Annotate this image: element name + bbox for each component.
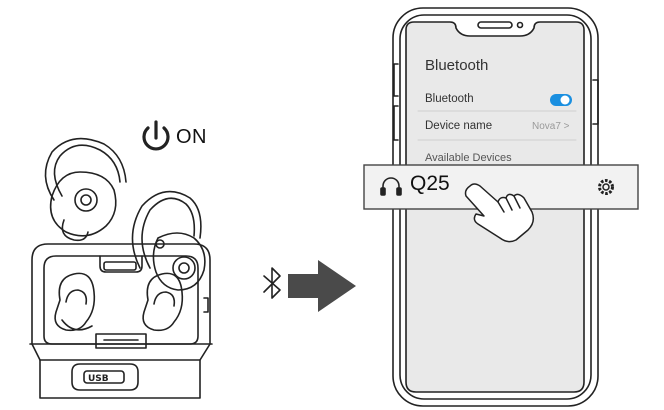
bluetooth-icon — [263, 267, 281, 299]
screen-title: Bluetooth — [425, 57, 489, 74]
bluetooth-toggle[interactable] — [550, 94, 572, 106]
left-earbud — [44, 137, 127, 242]
case-left-slot — [54, 272, 96, 332]
charging-case: USB — [29, 243, 213, 399]
gear-icon[interactable] — [598, 179, 614, 195]
svg-text:USB: USB — [88, 374, 109, 384]
right-earbud — [131, 190, 206, 291]
headphones-icon — [380, 177, 402, 196]
bluetooth-row-label: Bluetooth — [425, 93, 474, 105]
power-on-label: ON — [176, 126, 207, 148]
device-name-value[interactable]: Nova7 > — [532, 121, 570, 132]
arrow-right-icon — [288, 260, 356, 312]
device-label-q25[interactable]: Q25 — [410, 172, 450, 195]
case-right-slot — [142, 272, 184, 332]
device-name-label: Device name — [425, 120, 493, 132]
power-icon — [142, 120, 170, 151]
available-devices-label: Available Devices — [425, 152, 512, 164]
hand-pointer-icon — [464, 183, 535, 243]
